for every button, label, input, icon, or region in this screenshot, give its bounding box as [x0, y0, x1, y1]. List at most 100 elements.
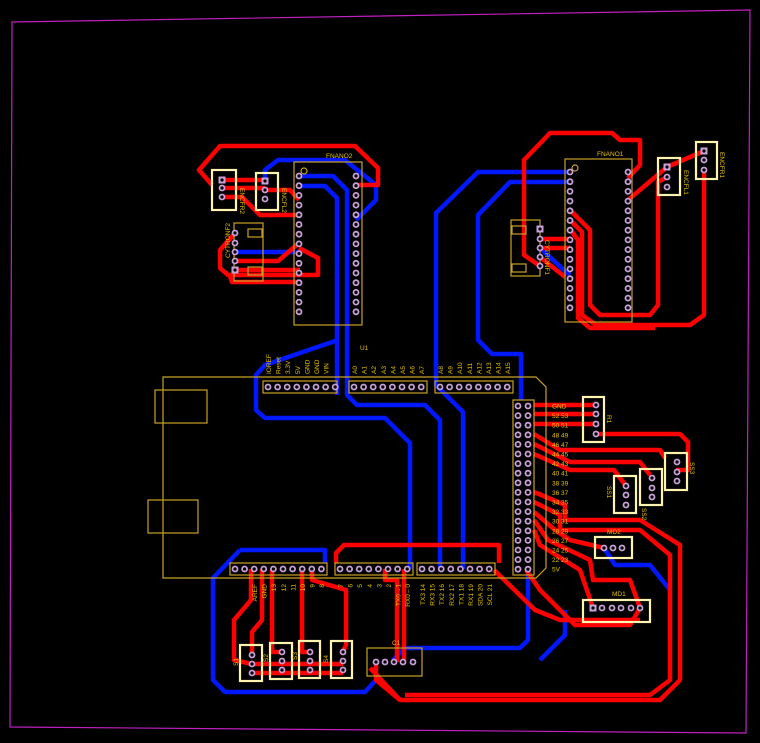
pad-hole [233, 567, 237, 571]
pad-hole [297, 271, 301, 275]
header-label-a13: A13 [486, 362, 493, 374]
pad-hole [526, 481, 530, 485]
pad-hole [516, 510, 520, 514]
c1-label: C1 [392, 640, 401, 647]
ss2-outline [638, 467, 664, 507]
cytronf1-tab [511, 263, 527, 273]
pad-hole [650, 486, 654, 490]
pad-hole [341, 668, 345, 672]
pad-hole [374, 660, 378, 664]
pad-hole [233, 241, 237, 245]
pad-hole [626, 238, 630, 242]
pad-hole [297, 184, 301, 188]
pad-hole [516, 471, 520, 475]
top-trace [626, 165, 669, 202]
pad-hole [568, 180, 572, 184]
pad-hole [448, 385, 452, 389]
s4-outline [329, 639, 354, 680]
pad-hole [624, 493, 628, 497]
pad-hole [354, 203, 358, 207]
header-analog-low-outline [348, 380, 428, 394]
top-trace [249, 569, 265, 655]
header-label-pin-38-39: 38 39 [552, 480, 569, 487]
board-outline [9, 9, 751, 734]
pad-hole [516, 452, 520, 456]
header-label-pin-26-27: 26 27 [552, 538, 569, 545]
pad-hole [280, 650, 284, 654]
pad-hole [220, 186, 224, 190]
header-label-pin-50-51: 50 51 [552, 423, 569, 430]
encfl2-label: ENCFL2 [280, 188, 287, 213]
pad-hole [665, 165, 669, 169]
ss3-label: SS3 [688, 462, 695, 475]
top-trace [531, 529, 596, 609]
header-label-pin-36-37: 36 37 [552, 490, 569, 497]
bottom-trace [299, 183, 340, 395]
pad-hole [568, 218, 572, 223]
header-label-5v: 5V [295, 365, 302, 374]
pad-hole [308, 659, 312, 663]
pad-hole [243, 567, 247, 571]
s3-outline [297, 639, 322, 680]
pad-hole [297, 242, 301, 246]
ss2-label: SS2 [640, 508, 647, 521]
pad-hole [626, 170, 630, 174]
top-trace [231, 569, 254, 667]
encfr2-label: ENCFR2 [238, 188, 245, 214]
pad-hole [516, 548, 520, 552]
pad-hole [468, 567, 472, 571]
pad-hole [392, 660, 396, 664]
pad-hole [280, 668, 284, 672]
bottom-trace [210, 548, 378, 695]
pad-hole [526, 548, 530, 552]
pad-hole [626, 228, 630, 232]
pad-hole [297, 203, 301, 207]
s1-outline [238, 643, 264, 683]
pad-hole [538, 255, 542, 259]
usb-jack-outline [154, 389, 208, 424]
pad-hole [624, 484, 628, 488]
bottom-trace [475, 179, 570, 400]
pad-hole [626, 306, 630, 310]
pad-hole [354, 290, 358, 294]
pad-hole [568, 228, 572, 232]
pad-hole [626, 209, 630, 213]
pad-hole [626, 277, 630, 281]
top-trace [596, 431, 691, 473]
pad-hole [449, 567, 453, 571]
header-label-vin: VIN [324, 363, 331, 374]
pad-hole [405, 567, 409, 571]
pad-hole [568, 257, 572, 261]
pad-hole [526, 404, 530, 408]
top-trace [227, 275, 299, 285]
pad-hole [297, 310, 301, 314]
pad-hole [568, 199, 572, 203]
pad-hole [526, 433, 530, 437]
ss1-outline [612, 474, 638, 515]
s2-label: S2 [263, 654, 270, 662]
pad-hole [516, 558, 520, 562]
header-label-a2: A2 [371, 366, 378, 374]
header-label-pin-tx3-14: TX3 14 [420, 584, 427, 605]
pad-hole [262, 567, 266, 571]
pad-hole [538, 264, 542, 268]
header-label-pin-rx0-0: RX0←0 [405, 584, 412, 607]
pad-hole [367, 567, 371, 571]
pad-hole [650, 495, 654, 499]
top-trace [373, 662, 402, 702]
pad-hole [526, 519, 530, 523]
pad-hole [568, 238, 572, 242]
top-trace [235, 241, 301, 264]
pad-hole [338, 567, 342, 571]
pad-hole [702, 149, 706, 153]
header-label-a9: A9 [448, 366, 455, 374]
top-trace [217, 231, 321, 278]
pad-hole [516, 538, 520, 543]
header-label-a0: A0 [352, 366, 359, 374]
pad-hole [626, 286, 630, 290]
md1-label: MD1 [612, 591, 626, 598]
r1-label: R1 [605, 415, 612, 424]
bottom-trace [262, 157, 379, 222]
header-label-pin-32-33: 32 33 [552, 509, 569, 516]
top-trace [568, 170, 707, 328]
